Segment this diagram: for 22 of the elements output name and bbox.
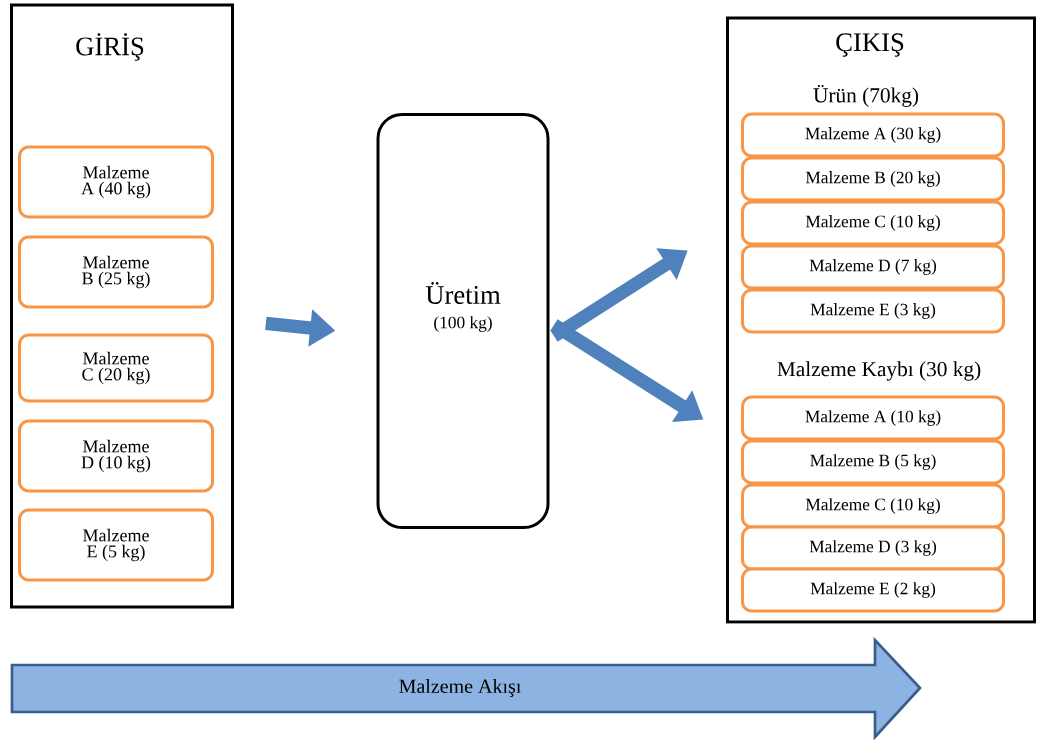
arrow-label: Malzeme Akışı (399, 678, 521, 698)
material-box: Malzeme C (10 kg) (741, 200, 1005, 246)
material-box: Malzeme A (10 kg) (741, 395, 1005, 441)
material-box: Malzeme D (3 kg) (741, 525, 1005, 571)
material-box: Malzeme C (10 kg) (741, 483, 1005, 529)
material-box: Malzeme B (25 kg) (18, 235, 214, 309)
box-heading: ÇIKIŞ (836, 33, 904, 57)
material-box: Malzeme D (7 kg) (741, 244, 1005, 290)
box-heading: GİRİŞ (76, 33, 144, 61)
material-box: Malzeme E (5 kg) (18, 508, 214, 582)
material-box: Malzeme B (5 kg) (741, 439, 1005, 485)
material-box: Malzeme E (3 kg) (741, 288, 1005, 334)
material-box: Malzeme E (2 kg) (741, 567, 1005, 613)
group-heading: Ürün (70kg) (813, 85, 919, 107)
material-box: Malzeme D (10 kg) (18, 419, 214, 493)
material-box: Malzeme A (30 kg) (741, 112, 1005, 158)
material-box: Malzeme C (20 kg) (18, 333, 214, 403)
box-heading: Üretim (425, 282, 501, 304)
material-box: Malzeme B (20 kg) (741, 156, 1005, 202)
box-subtext: (100 kg) (434, 316, 492, 332)
material-box: Malzeme A (40 kg) (18, 145, 214, 219)
group-heading: Malzeme Kaybı (30 kg) (777, 361, 981, 381)
